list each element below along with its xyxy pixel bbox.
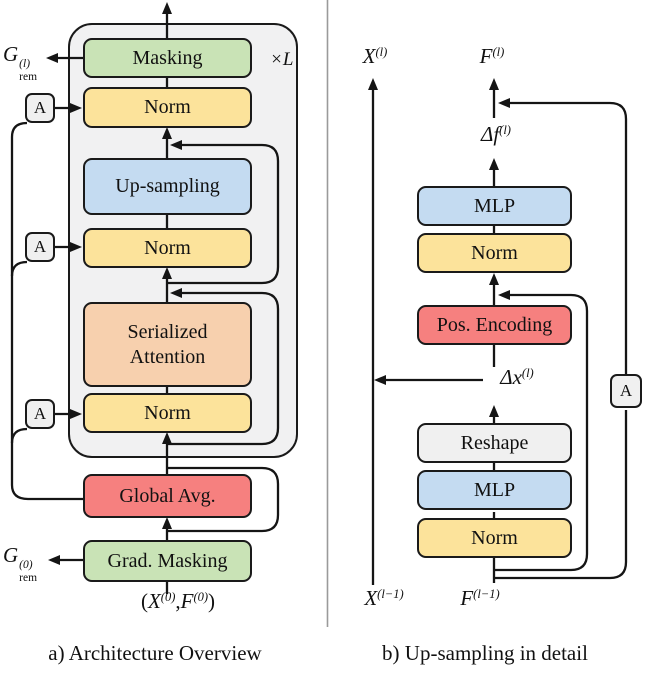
label-delta-f: Δf(l) bbox=[458, 122, 534, 147]
f-in-base: F bbox=[460, 586, 474, 610]
block-norm-bottom-b-label: Norm bbox=[471, 526, 518, 549]
g-rem-0-sub: rem bbox=[19, 571, 38, 584]
block-mlp-bottom: MLP bbox=[417, 470, 572, 510]
block-grad-masking: Grad. Masking bbox=[83, 540, 252, 582]
block-norm-bottom-a: Norm bbox=[83, 393, 252, 433]
block-norm-mid-a: Norm bbox=[83, 228, 252, 268]
label-g-rem-0: G(0)rem bbox=[3, 543, 37, 585]
f-out-sup: (l) bbox=[492, 45, 505, 59]
delta-x-base: Δx bbox=[500, 365, 522, 389]
block-norm-mid-a-label: Norm bbox=[144, 236, 191, 259]
adapter-box-mid: A bbox=[25, 232, 55, 262]
input-comma: , bbox=[175, 589, 181, 613]
label-g-rem-l: G(l)rem bbox=[3, 42, 37, 84]
x-in-base: X bbox=[364, 586, 378, 610]
block-global-avg: Global Avg. bbox=[83, 474, 252, 518]
input-x: X bbox=[147, 589, 161, 613]
label-f-in: F(l−1) bbox=[446, 586, 514, 611]
block-norm-top-b-label: Norm bbox=[471, 241, 518, 264]
block-norm-top-a-label: Norm bbox=[144, 96, 191, 118]
flow-lines-panel-a bbox=[10, 2, 280, 594]
label-input-tuple: (X(0),F(0)) bbox=[83, 589, 273, 614]
block-reshape: Reshape bbox=[417, 423, 572, 463]
label-x-in: X(l−1) bbox=[351, 586, 417, 611]
block-reshape-label: Reshape bbox=[460, 431, 529, 454]
block-mlp-top-label: MLP bbox=[473, 194, 516, 217]
block-upsampling: Up-sampling bbox=[83, 158, 252, 215]
adapter-box-b: A bbox=[610, 374, 642, 408]
g-rem-l-sub: rem bbox=[19, 70, 38, 83]
label-delta-x: Δx(l) bbox=[487, 365, 547, 390]
block-norm-top-b: Norm bbox=[417, 233, 572, 273]
block-masking-label: Masking bbox=[132, 46, 203, 69]
adapter-box-top-label: A bbox=[33, 98, 47, 117]
block-norm-bottom-b: Norm bbox=[417, 518, 572, 558]
x-out-sup: (l) bbox=[375, 45, 388, 59]
block-mlp-bottom-label: MLP bbox=[473, 478, 516, 501]
block-serialized-attention: Serialized Attention bbox=[83, 302, 252, 387]
g-rem-l-sup: (l) bbox=[19, 58, 31, 70]
input-close-paren: ) bbox=[208, 589, 216, 613]
x-in-sup: (l−1) bbox=[377, 587, 404, 601]
x-out-base: X bbox=[362, 44, 376, 68]
g-rem-0-base: G bbox=[3, 543, 19, 567]
delta-x-sup: (l) bbox=[521, 366, 534, 380]
repeat-count-label: ×L bbox=[270, 49, 294, 70]
delta-f-base: Δf bbox=[481, 122, 500, 146]
block-norm-top-a: Norm bbox=[83, 87, 252, 128]
g-rem-0-sup: (0) bbox=[19, 559, 33, 571]
block-pos-encoding-label: Pos. Encoding bbox=[436, 313, 553, 336]
serialized-attention-line2: Attention bbox=[129, 345, 206, 368]
adapter-box-top: A bbox=[25, 93, 55, 123]
caption-panel-b: b) Up-sampling in detail bbox=[382, 641, 588, 665]
input-open-paren: ( bbox=[140, 589, 148, 613]
label-x-out: X(l) bbox=[345, 44, 405, 69]
caption-panel-a: a) Architecture Overview bbox=[48, 641, 262, 665]
input-x-sup: (0) bbox=[160, 590, 176, 604]
delta-f-sup: (l) bbox=[499, 123, 511, 137]
block-masking: Masking bbox=[83, 38, 252, 78]
block-norm-bottom-a-label: Norm bbox=[144, 401, 191, 424]
f-in-sup: (l−1) bbox=[473, 587, 500, 601]
block-grad-masking-label: Grad. Masking bbox=[107, 549, 228, 572]
g-rem-l-base: G bbox=[3, 42, 19, 66]
serialized-attention-line1: Serialized bbox=[127, 320, 208, 343]
block-upsampling-label: Up-sampling bbox=[115, 175, 220, 197]
label-f-out: F(l) bbox=[462, 44, 522, 69]
block-pos-encoding: Pos. Encoding bbox=[417, 305, 572, 345]
adapter-box-bottom-label: A bbox=[33, 404, 47, 423]
input-f: F bbox=[180, 589, 194, 613]
block-mlp-top: MLP bbox=[417, 186, 572, 226]
adapter-box-mid-label: A bbox=[33, 237, 47, 256]
adapter-box-b-label: A bbox=[619, 381, 633, 400]
block-global-avg-label: Global Avg. bbox=[119, 484, 216, 507]
adapter-box-bottom: A bbox=[25, 399, 55, 429]
f-out-base: F bbox=[479, 44, 493, 68]
input-f-sup: (0) bbox=[193, 590, 209, 604]
flow-lines-panel-b bbox=[368, 78, 628, 585]
